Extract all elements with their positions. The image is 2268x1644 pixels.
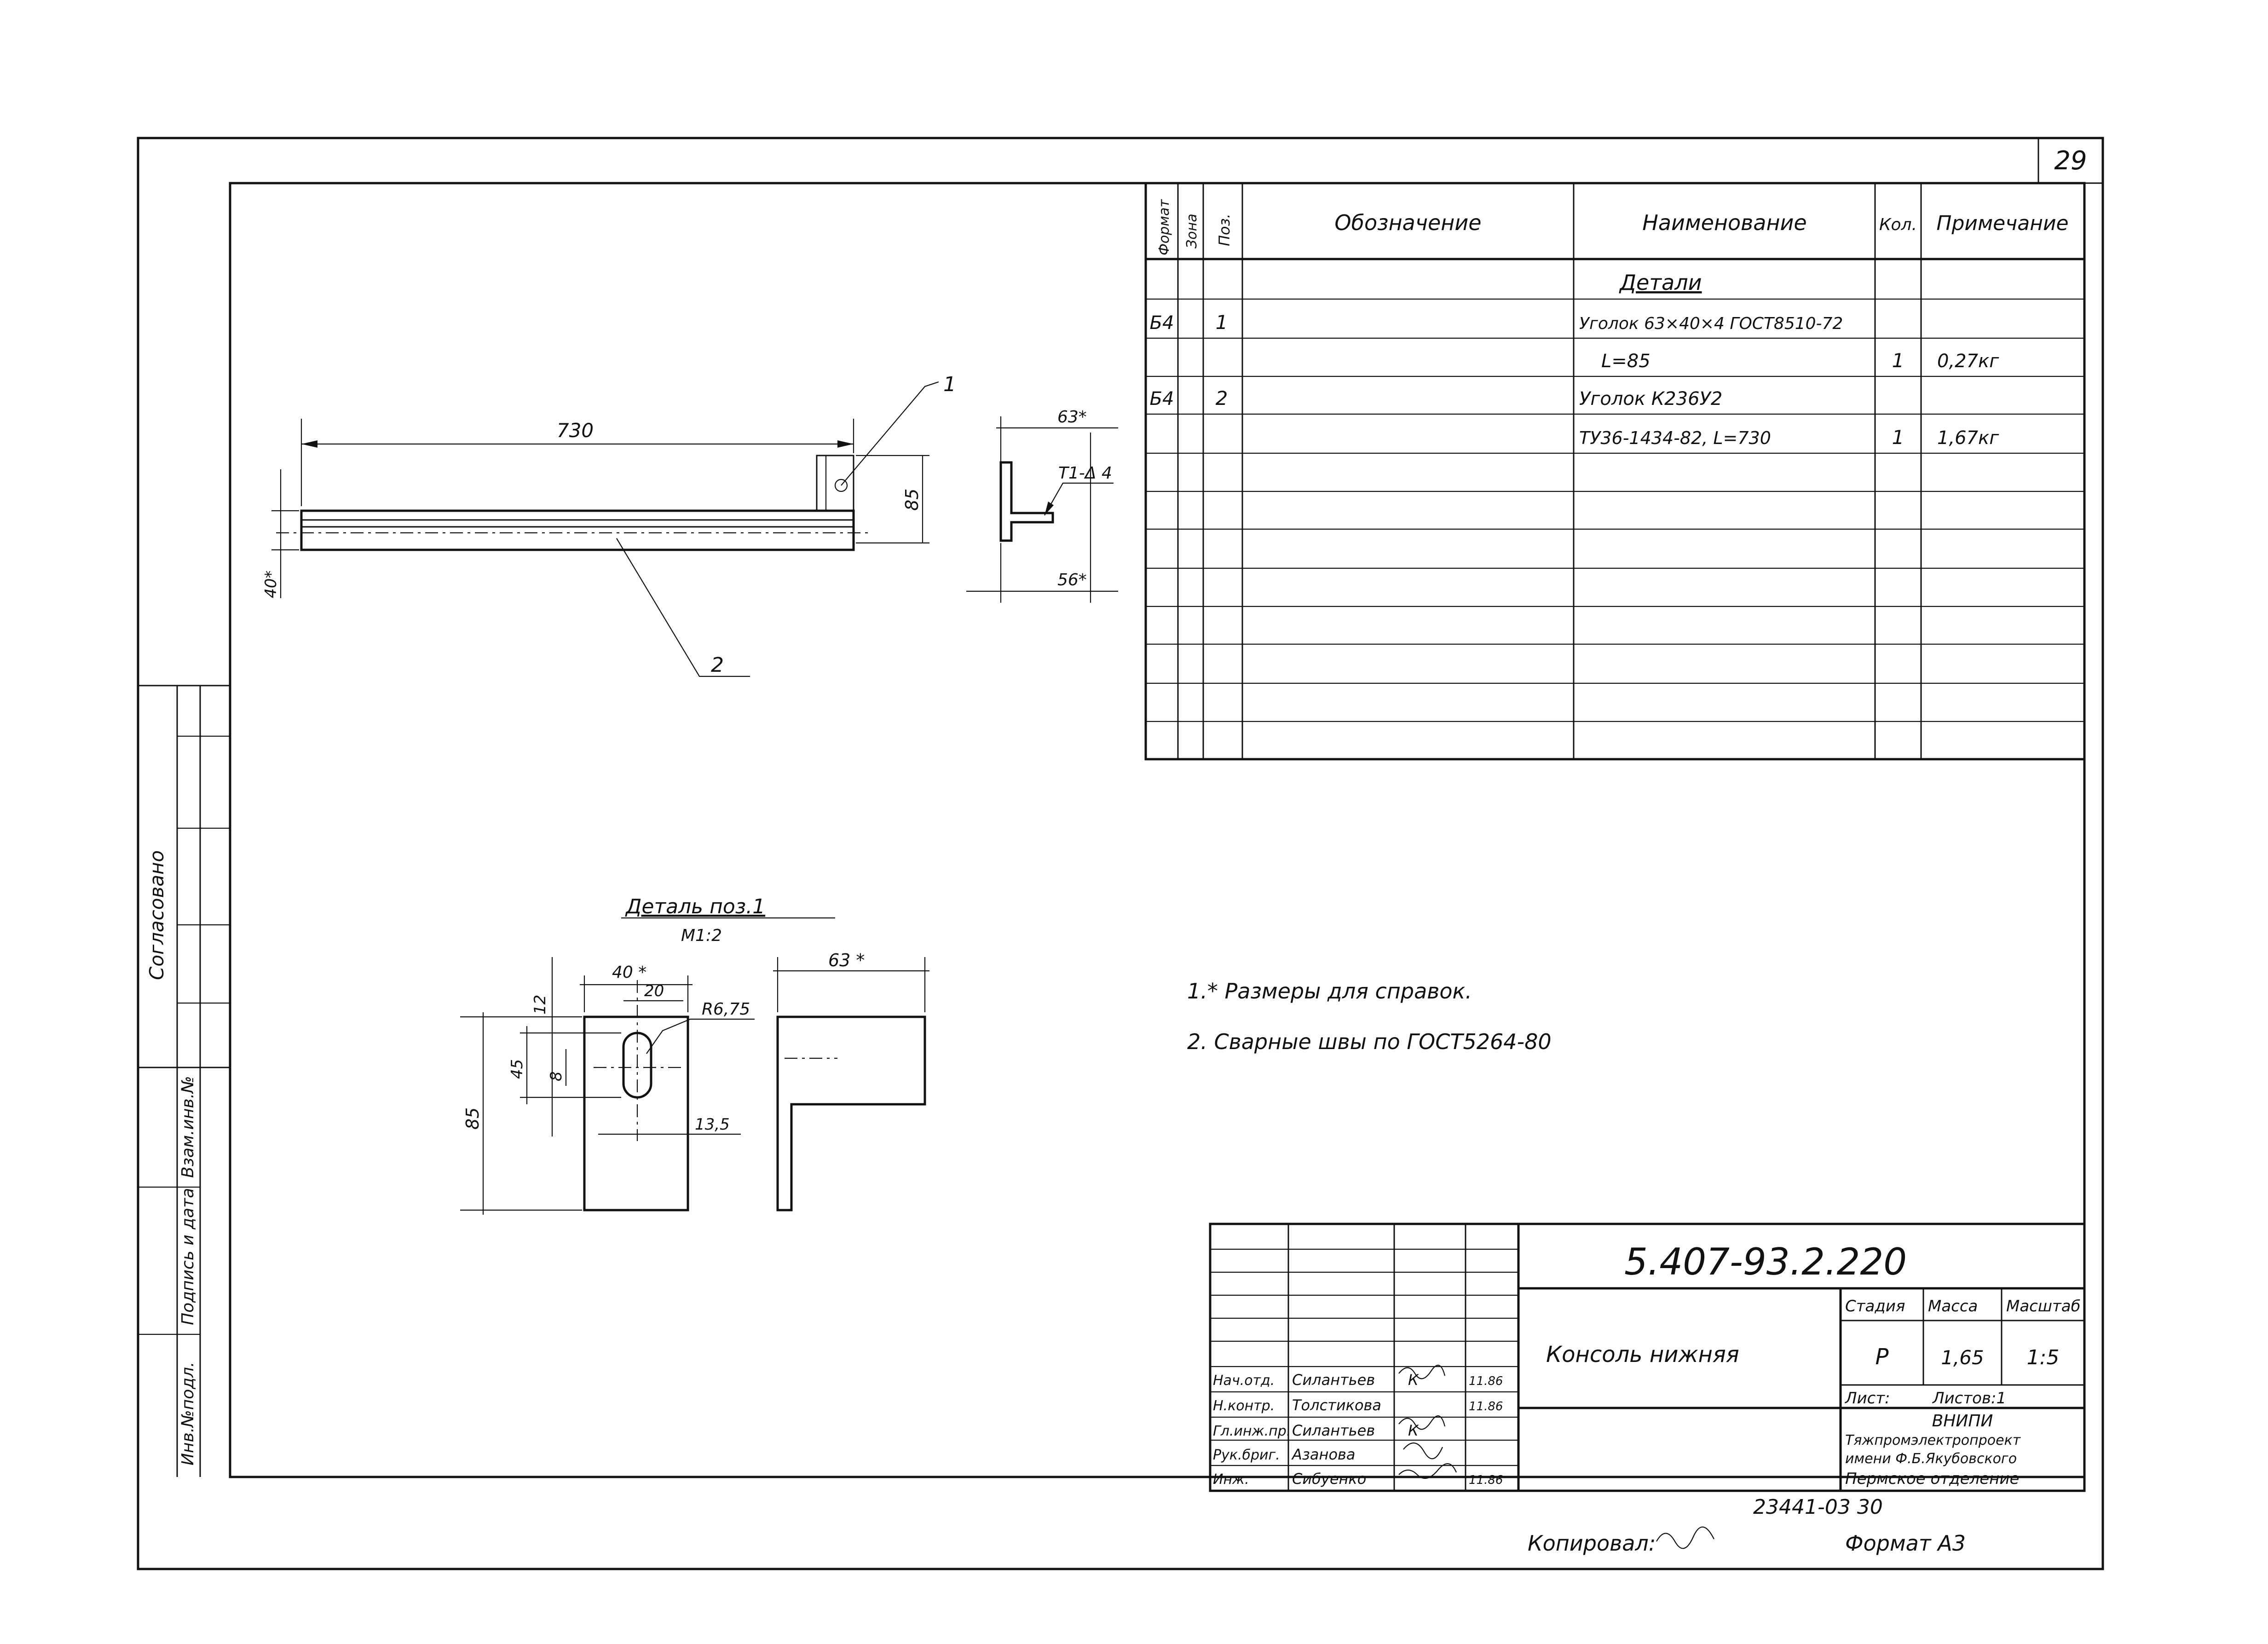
section-title: Детали: [1619, 270, 1702, 295]
detail-dim-13-5: 13,5: [695, 1115, 730, 1134]
dim-85-main: 85: [902, 489, 922, 511]
header-format: Формат: [1156, 199, 1172, 255]
row-2-name: L=85: [1601, 351, 1651, 372]
staff-1-sign: К: [1408, 1371, 1419, 1389]
row-1-position: 1: [1216, 311, 1228, 334]
note-1: 1.* Размеры для справок.: [1187, 979, 1472, 1004]
detail-scale: М1:2: [681, 926, 722, 945]
row-3-name: Уголок К236У2: [1579, 388, 1722, 410]
title-block: [1209, 1223, 2086, 1492]
archive-number: 23441-03 30: [1753, 1495, 1883, 1519]
scale-label: Масштаб: [2006, 1297, 2081, 1315]
dim-40-main: 40*: [262, 571, 280, 598]
document-code: 5.407-93.2.220: [1624, 1240, 1907, 1283]
org-line-2: Тяжпромэлектропроект: [1845, 1432, 2021, 1448]
header-quantity: Кол.: [1879, 215, 1917, 234]
org-line-1: ВНИПИ: [1932, 1412, 1993, 1431]
signature-marks: [1398, 1365, 1457, 1479]
detail-side-view: [773, 957, 929, 1211]
detail-front-view: [460, 957, 755, 1215]
row-4-note: 1,67кг: [1937, 427, 1999, 449]
left-margin-stamp: [138, 685, 230, 1477]
staff-1-date: 11.86: [1469, 1374, 1503, 1388]
mass-label: Масса: [1928, 1297, 1978, 1315]
detail-dim-12: 12: [531, 995, 549, 1015]
detail-dim-45: 45: [508, 1059, 526, 1079]
stage-label: Стадия: [1845, 1297, 1905, 1315]
row-3-format: Б4: [1150, 388, 1174, 410]
spec-table: [1144, 182, 2086, 761]
staff-1-name: Силантьев: [1292, 1371, 1375, 1389]
stage-value: Р: [1876, 1344, 1889, 1370]
inv-no-label: Инв.№подл.: [179, 1362, 197, 1465]
row-1-name: Уголок 63×40×4 ГОСТ8510-72: [1579, 314, 1843, 333]
row-1-format: Б4: [1150, 312, 1174, 334]
copier-signature: [1656, 1526, 1714, 1549]
staff-1-role: Нач.отд.: [1213, 1373, 1275, 1389]
staff-4-name: Азанова: [1291, 1446, 1355, 1463]
leader-1-label: 1: [943, 373, 956, 396]
header-note: Примечание: [1936, 212, 2068, 235]
org-line-3: имени Ф.Б.Якубовского: [1845, 1451, 2017, 1467]
header-designation: Обозначение: [1334, 210, 1481, 235]
main-view: [271, 381, 939, 677]
row-3-position: 2: [1216, 387, 1228, 410]
mass-value: 1,65: [1941, 1346, 1984, 1369]
detail-title: Деталь поз.1: [625, 895, 765, 918]
staff-2-date: 11.86: [1469, 1400, 1503, 1413]
staff-2-role: Н.контр.: [1213, 1398, 1275, 1414]
note-2: 2. Сварные швы по ГОСТ5264-80: [1187, 1029, 1552, 1054]
staff-3-name: Силантьев: [1292, 1422, 1375, 1439]
scale-value: 1:5: [2027, 1346, 2060, 1369]
weld-mark: Т1-Δ 4: [1058, 464, 1112, 483]
row-4-quantity: 1: [1892, 426, 1904, 449]
header-zone: Зона: [1184, 213, 1200, 248]
staff-5-name: Сибуенко: [1292, 1470, 1366, 1488]
row-2-note: 0,27кг: [1937, 351, 1999, 372]
section-view: [966, 416, 1118, 603]
replaces-label: Взам.инв.№: [179, 1076, 197, 1178]
format-label: Формат А3: [1845, 1531, 1966, 1556]
copied-label: Копировал:: [1528, 1531, 1656, 1556]
detail-dim-85: 85: [462, 1108, 483, 1130]
dim-63-side: 63*: [1057, 408, 1087, 427]
detail-radius: R6,75: [702, 1000, 750, 1019]
agreed-label: Согласовано: [145, 850, 168, 980]
sheets-label: Листов:1: [1932, 1389, 2006, 1407]
detail-dim-20: 20: [644, 982, 664, 1000]
row-4-name: ТУ36-1434-82, L=730: [1579, 428, 1771, 448]
org-line-4: Пермское отделение: [1845, 1470, 2019, 1488]
detail-dim-40: 40 *: [612, 963, 646, 982]
part-title: Консоль нижняя: [1546, 1342, 1739, 1367]
staff-3-role: Гл.инж.пр.: [1213, 1423, 1291, 1439]
dim-56-side: 56*: [1057, 571, 1087, 589]
staff-5-role: Инж.: [1213, 1471, 1249, 1488]
staff-5-date: 11.86: [1469, 1473, 1503, 1487]
staff-2-name: Толстикова: [1292, 1396, 1381, 1414]
sign-date-label: Подпись и дата: [179, 1188, 197, 1325]
sheet-frames: [137, 137, 2104, 1570]
staff-4-role: Рук.бриг.: [1213, 1447, 1280, 1463]
detail-dim-8: 8: [547, 1071, 566, 1081]
leader-2-label: 2: [711, 653, 724, 677]
staff-3-sign: К: [1408, 1422, 1419, 1439]
header-position: Поз.: [1216, 213, 1233, 246]
detail-dim-63: 63 *: [828, 950, 865, 970]
dim-730: 730: [557, 419, 594, 442]
header-name: Наименование: [1642, 210, 1806, 235]
sheet-label: Лист:: [1844, 1389, 1890, 1407]
row-2-quantity: 1: [1892, 349, 1904, 372]
sheet-number: 29: [2054, 146, 2087, 176]
